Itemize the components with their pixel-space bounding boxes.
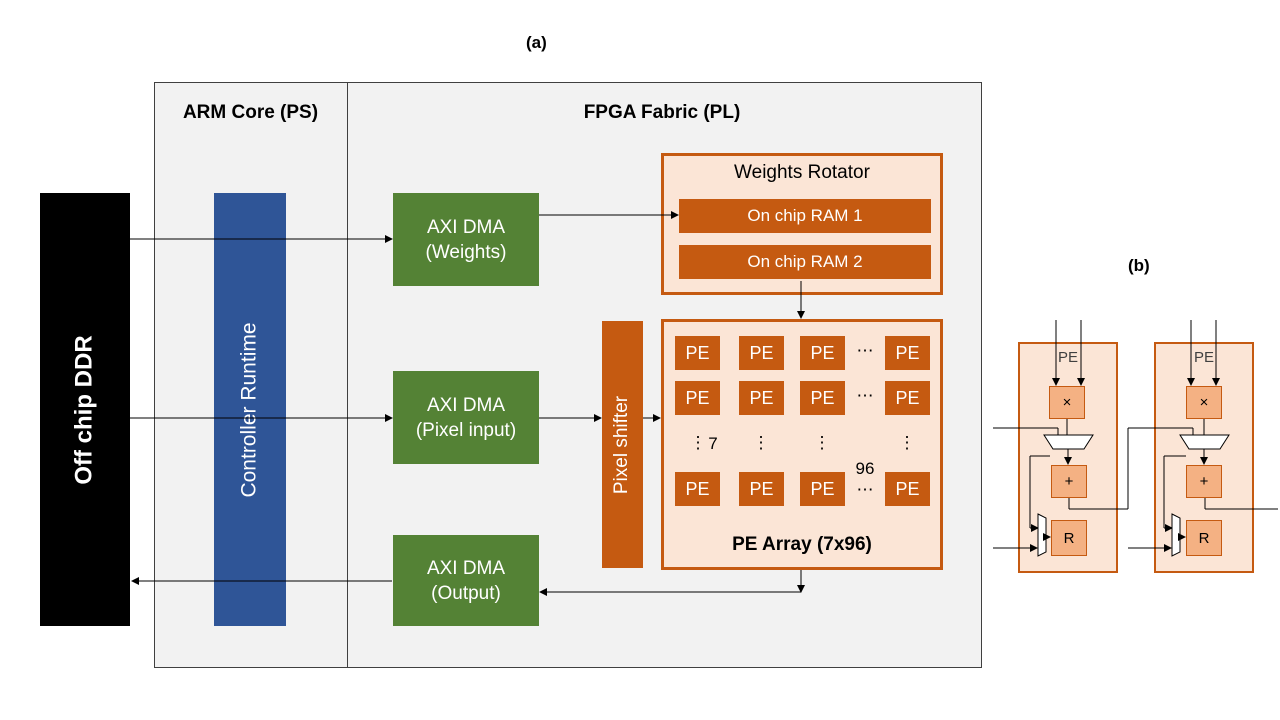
pe-cell: PE — [885, 472, 930, 506]
vertical-ellipsis: ⋮ — [813, 433, 831, 452]
pe-cell: PE — [675, 381, 720, 415]
vertical-ellipsis: ⋮ — [689, 433, 707, 452]
multiplier-1: × — [1049, 386, 1085, 419]
pe-cell: PE — [800, 381, 845, 415]
dma-pixel-line2: (Pixel input) — [415, 419, 517, 441]
pe-cell: PE — [739, 336, 784, 370]
register-2: R — [1186, 520, 1222, 556]
panel-a-label: (a) — [526, 33, 547, 52]
ps-pl-divider — [347, 82, 348, 668]
adder-2: + — [1186, 465, 1222, 498]
dma-weights-line1: AXI DMA — [426, 216, 506, 238]
panel-b-label: (b) — [1128, 256, 1150, 275]
cols-count-label: 96 — [855, 459, 875, 478]
rows-count-label: 7 — [708, 434, 718, 453]
ps-title: ARM Core (PS) — [182, 102, 319, 123]
dma-output-line2: (Output) — [431, 582, 501, 604]
pe-cell: PE — [800, 472, 845, 506]
controller-runtime-block: Controller Runtime — [214, 193, 286, 626]
horizontal-ellipsis: ⋯ — [856, 341, 874, 360]
pe-cell: PE — [885, 381, 930, 415]
pe-detail-1-label: PE — [1057, 348, 1078, 366]
dma-pixel-line1: AXI DMA — [426, 394, 506, 416]
pe-detail-2-label: PE — [1193, 348, 1214, 366]
on-chip-ram-2: On chip RAM 2 — [679, 245, 931, 279]
pe-array-title: PE Array (7x96) — [732, 534, 872, 555]
axi-dma-weights: AXI DMA (Weights) — [393, 193, 539, 286]
off-chip-ddr-block: Off chip DDR — [40, 193, 130, 626]
multiplier-2: × — [1186, 386, 1222, 419]
pe-cell: PE — [675, 336, 720, 370]
pe-cell: PE — [675, 472, 720, 506]
register-1: R — [1051, 520, 1087, 556]
axi-dma-output: AXI DMA (Output) — [393, 535, 539, 626]
on-chip-ram-1: On chip RAM 1 — [679, 199, 931, 233]
pl-title: FPGA Fabric (PL) — [583, 102, 741, 123]
weights-rotator-title: Weights Rotator — [734, 162, 870, 183]
adder-1: + — [1051, 465, 1087, 498]
pe-cell: PE — [800, 336, 845, 370]
dma-output-line1: AXI DMA — [426, 557, 506, 579]
vertical-ellipsis: ⋮ — [898, 433, 916, 452]
pe-cell: PE — [885, 336, 930, 370]
axi-dma-pixel-input: AXI DMA (Pixel input) — [393, 371, 539, 464]
pixel-shifter: Pixel shifter — [602, 321, 643, 568]
horizontal-ellipsis: ⋯ — [856, 386, 874, 405]
pe-cell: PE — [739, 472, 784, 506]
vertical-ellipsis: ⋮ — [752, 433, 770, 452]
dma-weights-line2: (Weights) — [425, 241, 507, 263]
pe-cell: PE — [739, 381, 784, 415]
horizontal-ellipsis: ⋯ — [856, 480, 874, 499]
